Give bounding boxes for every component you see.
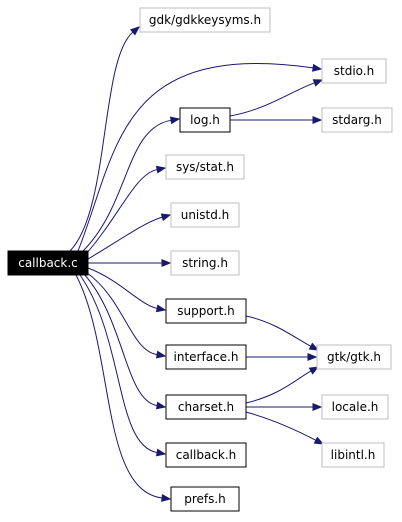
edge-callback_c-to-prefs: [75, 274, 163, 499]
node-gtk[interactable]: gtk/gtk.h: [316, 344, 392, 370]
node-label: locale.h: [332, 400, 379, 414]
edge-arrowhead-support-to-gtk: [308, 342, 320, 351]
edge-callback_c-to-charset: [83, 273, 158, 407]
edge-arrowhead-callback_c-to-unistd: [160, 213, 172, 222]
edge-arrowhead-interface-to-gtk: [307, 353, 318, 361]
node-label: log.h: [190, 113, 220, 127]
nodes-layer: callback.c gdk/gdkkeysyms.h stdio.h log.h st…: [7, 7, 393, 512]
node-box: [139, 7, 271, 33]
edge-arrowhead-callback_c-to-stdio: [312, 63, 323, 72]
node-callback-h[interactable]: callback.h: [165, 442, 247, 468]
node-label: interface.h: [174, 350, 239, 364]
node-box: [165, 154, 245, 180]
node-box: [321, 107, 393, 133]
edge-callback_c-to-sys_stat: [85, 169, 158, 255]
node-interface[interactable]: interface.h: [165, 344, 247, 370]
node-label: gtk/gtk.h: [327, 350, 381, 364]
edge-callback_c-to-log: [81, 119, 172, 253]
node-label: charset.h: [178, 400, 234, 414]
node-box: [7, 250, 89, 276]
node-unistd[interactable]: unistd.h: [170, 202, 240, 228]
node-label: stdarg.h: [332, 113, 382, 127]
edge-callback_c-to-unistd: [87, 216, 163, 260]
node-box: [165, 442, 247, 468]
node-box: [321, 58, 387, 84]
edge-charset-to-gtk: [245, 370, 312, 404]
edge-arrowhead-callback_c-to-callback_h: [155, 448, 167, 457]
edge-charset-to-libintl: [245, 411, 317, 441]
node-locale[interactable]: locale.h: [321, 394, 389, 420]
node-support[interactable]: support.h: [165, 298, 247, 324]
edge-arrowhead-charset-to-locale: [312, 403, 323, 411]
node-box: [170, 250, 240, 276]
edge-callback_c-to-support: [87, 267, 158, 309]
node-sys-stat[interactable]: sys/stat.h: [165, 154, 245, 180]
edge-arrowhead-callback_c-to-prefs: [161, 494, 172, 502]
node-label: sys/stat.h: [176, 160, 234, 174]
node-box: [165, 344, 247, 370]
node-label: callback.c: [18, 256, 78, 270]
node-box: [179, 107, 231, 133]
node-box: [316, 344, 392, 370]
node-label: gdk/gdkkeysyms.h: [149, 13, 261, 27]
node-stdio[interactable]: stdio.h: [321, 58, 387, 84]
node-label: stdio.h: [334, 64, 374, 78]
edge-arrowhead-charset-to-libintl: [313, 436, 325, 445]
edge-log-to-stdio: [229, 82, 315, 117]
edge-arrowhead-callback_c-to-interface: [155, 350, 167, 359]
edge-callback_c-to-gdkkeysyms: [69, 31, 134, 252]
node-box: [170, 202, 240, 228]
node-label: unistd.h: [181, 208, 230, 222]
edge-arrowhead-log-to-stdarg: [312, 116, 323, 124]
edge-arrowhead-charset-to-gtk: [308, 366, 320, 375]
node-label: prefs.h: [184, 492, 226, 506]
edge-callback_c-to-interface: [85, 271, 158, 356]
edge-arrowhead-log-to-stdio: [312, 79, 324, 87]
edge-callback_c-to-callback_h: [79, 274, 158, 454]
node-callback-c: callback.c: [7, 250, 89, 276]
edge-arrowhead-callback_c-to-charset: [155, 401, 167, 410]
node-box: [321, 442, 385, 468]
node-label: libintl.h: [331, 448, 376, 462]
edges-layer: [69, 26, 325, 502]
edge-arrowhead-callback_c-to-log: [169, 116, 181, 125]
node-label: support.h: [177, 304, 235, 318]
node-libintl[interactable]: libintl.h: [321, 442, 385, 468]
node-box: [170, 486, 240, 512]
node-log[interactable]: log.h: [179, 107, 231, 133]
edge-arrowhead-callback_c-to-gdkkeysyms: [129, 26, 141, 36]
node-prefs[interactable]: prefs.h: [170, 486, 240, 512]
node-charset[interactable]: charset.h: [165, 394, 247, 420]
edge-arrowhead-callback_c-to-sys_stat: [155, 165, 167, 174]
edge-arrowhead-callback_c-to-string: [161, 259, 172, 267]
edge-arrowhead-callback_c-to-support: [155, 304, 167, 313]
node-string[interactable]: string.h: [170, 250, 240, 276]
node-label: callback.h: [176, 448, 237, 462]
node-box: [165, 298, 247, 324]
node-gdkkeysyms[interactable]: gdk/gdkkeysyms.h: [139, 7, 271, 33]
node-box: [165, 394, 247, 420]
node-box: [321, 394, 389, 420]
node-label: string.h: [182, 256, 228, 270]
edge-callback_c-to-stdio: [77, 63, 314, 252]
edge-support-to-gtk: [245, 315, 312, 347]
node-stdarg[interactable]: stdarg.h: [321, 107, 393, 133]
